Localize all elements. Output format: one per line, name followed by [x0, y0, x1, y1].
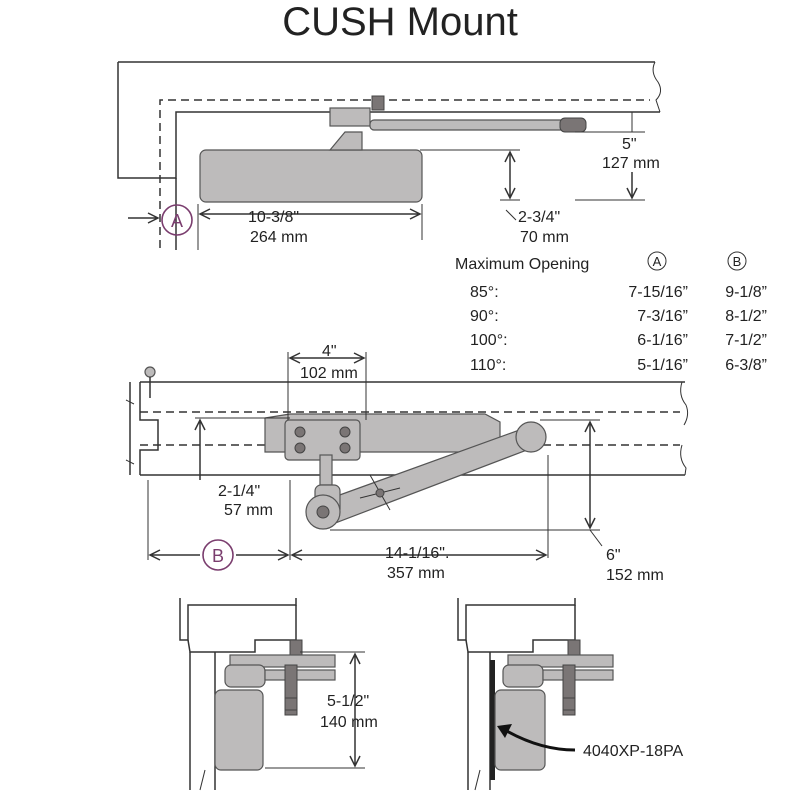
row-a: 6-1/16”: [637, 332, 688, 349]
max-opening-table: Maximum Opening A B 85°: 7-15/16” 9-1/8”…: [455, 251, 767, 374]
mounting-plate: [284, 419, 361, 461]
mid-right-mm: 152 mm: [606, 567, 664, 584]
top-width-mm: 264 mm: [250, 229, 308, 246]
marker-a-top: [161, 204, 193, 236]
closer-body-end: [214, 689, 264, 771]
top-offset-in: 5": [622, 136, 637, 153]
top-height-mm: 70 mm: [520, 229, 569, 246]
part-label: 4040XP-18PA: [583, 743, 684, 760]
table-header: Maximum Opening: [455, 256, 589, 273]
row-a: 7-15/16”: [628, 284, 688, 301]
marker-b-label: B: [212, 546, 224, 566]
jamb: [129, 382, 159, 475]
table-col-b: B: [733, 254, 742, 269]
row-angle: 85°:: [470, 284, 499, 301]
mid-top-in: 4": [322, 343, 337, 360]
row-b: 8-1/2”: [725, 308, 767, 325]
drop-plate: [490, 660, 495, 780]
top-width-in: 10-3/8": [248, 209, 299, 226]
mounting-bracket: [329, 107, 371, 127]
middle-view: 4" 102 mm 2-1/4" 57 mm 14-1/16". 357 mm …: [125, 343, 689, 584]
row-angle: 100°:: [470, 332, 508, 349]
closer-body: [199, 149, 423, 203]
mid-right-in: 6": [606, 547, 621, 564]
top-height-in: 2-3/4": [518, 209, 560, 226]
row-b: 7-1/2”: [725, 332, 767, 349]
mid-span-in: 14-1/16".: [385, 545, 449, 562]
table-col-a: A: [653, 254, 662, 269]
marker-a-top-label: A: [171, 211, 183, 231]
closer-arm: [369, 119, 586, 131]
door-dashed-line: [159, 99, 650, 248]
mid-left-mm: 57 mm: [224, 502, 273, 519]
row-angle: 110°:: [470, 357, 506, 374]
marker-b: [202, 539, 234, 571]
row-b: 9-1/8”: [725, 284, 767, 301]
page-title: CUSH Mount: [282, 0, 518, 44]
top-view: 5" 127 mm 2-3/4" 70 mm 10-3/8" 264 mm A: [117, 61, 662, 250]
mid-span-mm: 357 mm: [387, 565, 445, 582]
mid-top-mm: 102 mm: [300, 365, 358, 382]
bottom-right-view: 4040XP-18PA: [457, 598, 684, 791]
row-a: 7-3/16”: [637, 308, 688, 325]
header-profile: [179, 598, 297, 641]
bottom-height-mm: 140 mm: [320, 714, 378, 731]
top-offset-mm: 127 mm: [602, 155, 660, 172]
bottom-height-in: 5-1/2": [327, 693, 369, 710]
row-angle: 90°:: [470, 308, 499, 325]
mid-left-in: 2-1/4": [218, 483, 260, 500]
row-a: 5-1/16”: [637, 357, 688, 374]
row-b: 6-3/8”: [725, 357, 767, 374]
bottom-left-view: 5-1/2" 140 mm: [179, 598, 378, 791]
